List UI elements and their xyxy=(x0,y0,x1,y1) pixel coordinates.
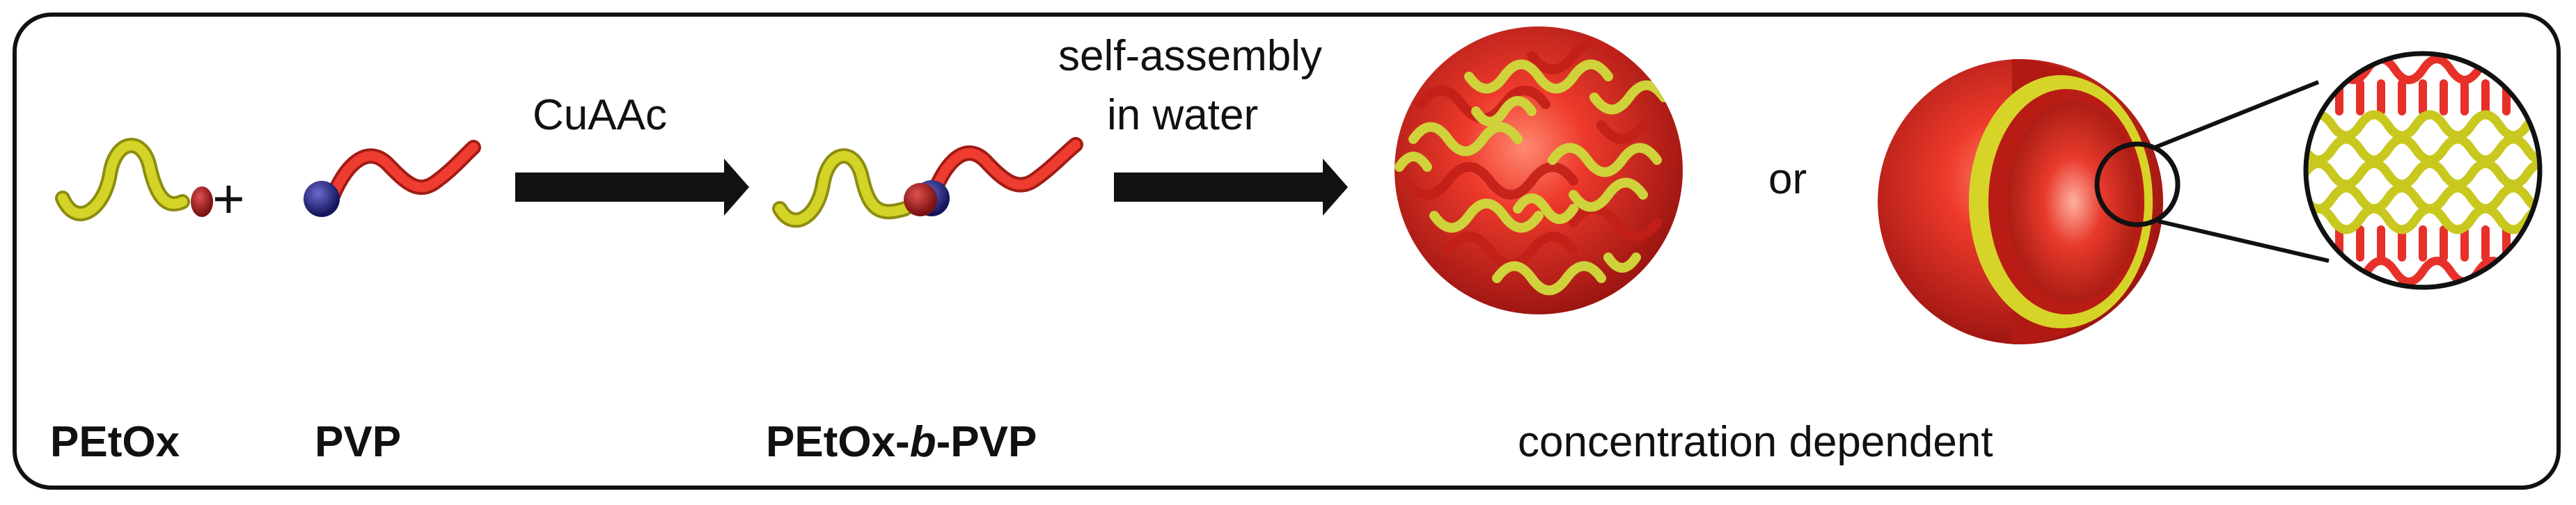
pvp-label: PVP xyxy=(315,418,402,466)
or-label: or xyxy=(1768,155,1807,203)
block-copolymer-label: PEtOx-b-PVP xyxy=(766,418,1037,466)
self-assembly-arrow xyxy=(1114,159,1348,216)
pvp-polymer xyxy=(304,140,481,217)
plus-sign: + xyxy=(212,168,245,230)
cuaac-label: CuAAc xyxy=(533,91,667,139)
reaction-arrow xyxy=(515,159,749,216)
zoom-indicator xyxy=(2094,80,2330,263)
in-water-label: in water xyxy=(1107,91,1259,139)
micelle-sphere xyxy=(1395,26,1683,314)
membrane-zoom xyxy=(2303,51,2543,290)
diagram-frame xyxy=(13,13,2561,490)
concentration-label: concentration dependent xyxy=(1518,418,1993,466)
self-assembly-label: self-assembly xyxy=(1058,32,1322,80)
petox-polymer xyxy=(55,138,213,221)
vesicle-sphere xyxy=(1878,59,2163,344)
block-copolymer xyxy=(772,137,1083,228)
petox-label: PEtOx xyxy=(50,418,180,466)
